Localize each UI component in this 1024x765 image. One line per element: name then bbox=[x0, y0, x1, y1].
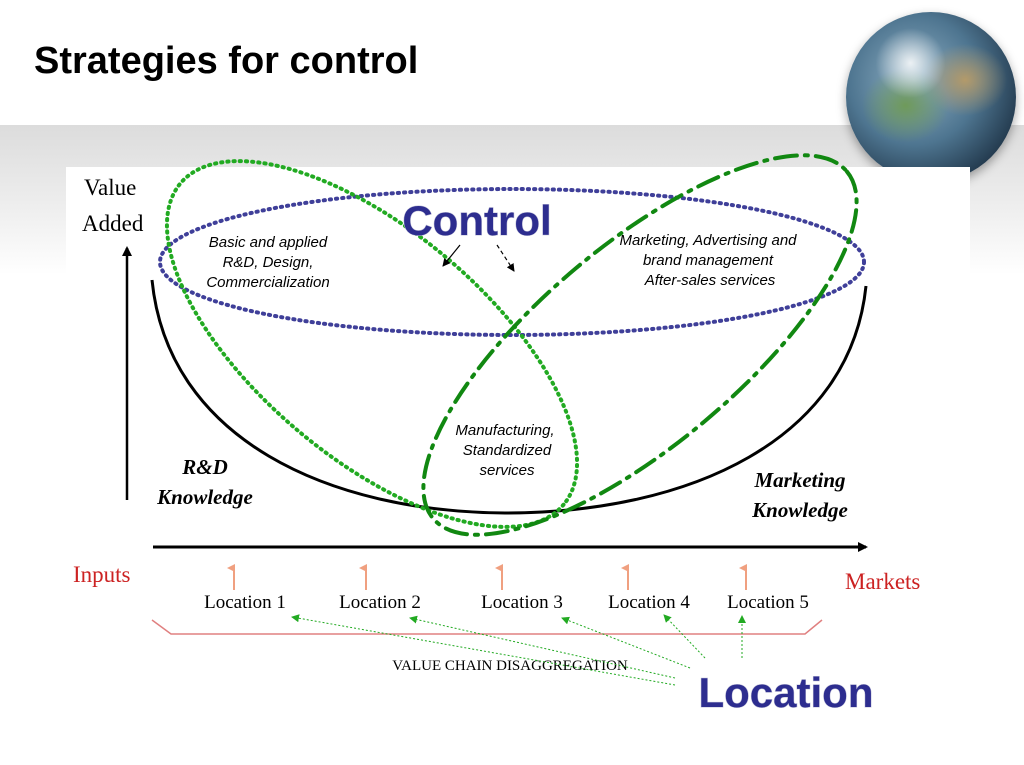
marketing-cluster-line1: Marketing, Advertising and bbox=[619, 232, 797, 249]
globe-image bbox=[846, 12, 1016, 182]
manufacturing-cluster-line2: Standardized bbox=[463, 442, 552, 459]
rd-manufacturing-ellipse bbox=[164, 159, 580, 529]
markets-label: Markets bbox=[845, 569, 920, 594]
location-1-label: Location 1 bbox=[204, 592, 286, 613]
smile-curve bbox=[150, 279, 868, 515]
control-arrow-left bbox=[442, 244, 461, 267]
marketing-cluster-line2: brand management bbox=[643, 252, 774, 269]
pointer-location-1 bbox=[291, 614, 676, 686]
pointer-location-4 bbox=[663, 614, 706, 659]
pointer-location-3 bbox=[561, 616, 691, 669]
location-3-label: Location 3 bbox=[481, 592, 563, 613]
diagram-panel bbox=[66, 167, 970, 687]
rd-knowledge-line2: Knowledge bbox=[156, 485, 253, 509]
y-axis-label-line1: Value bbox=[84, 175, 136, 200]
location-4-label: Location 4 bbox=[608, 592, 690, 613]
location-5-label: Location 5 bbox=[727, 592, 809, 613]
control-heading: Control bbox=[402, 197, 551, 244]
pointer-location-2 bbox=[409, 615, 676, 679]
location-2-label: Location 2 bbox=[339, 592, 421, 613]
rd-knowledge-line1: R&D bbox=[181, 455, 228, 479]
y-axis-label-line2: Added bbox=[82, 211, 144, 236]
marketing-knowledge-line2: Knowledge bbox=[751, 498, 848, 522]
manufacturing-cluster-line1: Manufacturing, bbox=[455, 422, 554, 439]
control-arrow-right bbox=[496, 244, 515, 272]
value-chain-label: VALUE CHAIN DISAGGREGATION bbox=[392, 658, 628, 674]
rd-cluster-line2: R&D, Design, bbox=[223, 254, 314, 271]
rd-cluster-line3: Commercialization bbox=[206, 274, 329, 291]
locations-bracket bbox=[151, 619, 823, 635]
manufacturing-cluster-line3: services bbox=[479, 462, 535, 479]
location-heading: Location bbox=[699, 669, 874, 716]
slide-title: Strategies for control bbox=[34, 40, 419, 82]
top-value-ellipse bbox=[158, 187, 866, 337]
inputs-label: Inputs bbox=[73, 562, 131, 587]
marketing-cluster-line3: After-sales services bbox=[644, 272, 776, 289]
marketing-knowledge-line1: Marketing bbox=[753, 468, 845, 492]
rd-cluster-line1: Basic and applied bbox=[209, 234, 328, 251]
manufacturing-marketing-ellipse bbox=[421, 153, 859, 537]
